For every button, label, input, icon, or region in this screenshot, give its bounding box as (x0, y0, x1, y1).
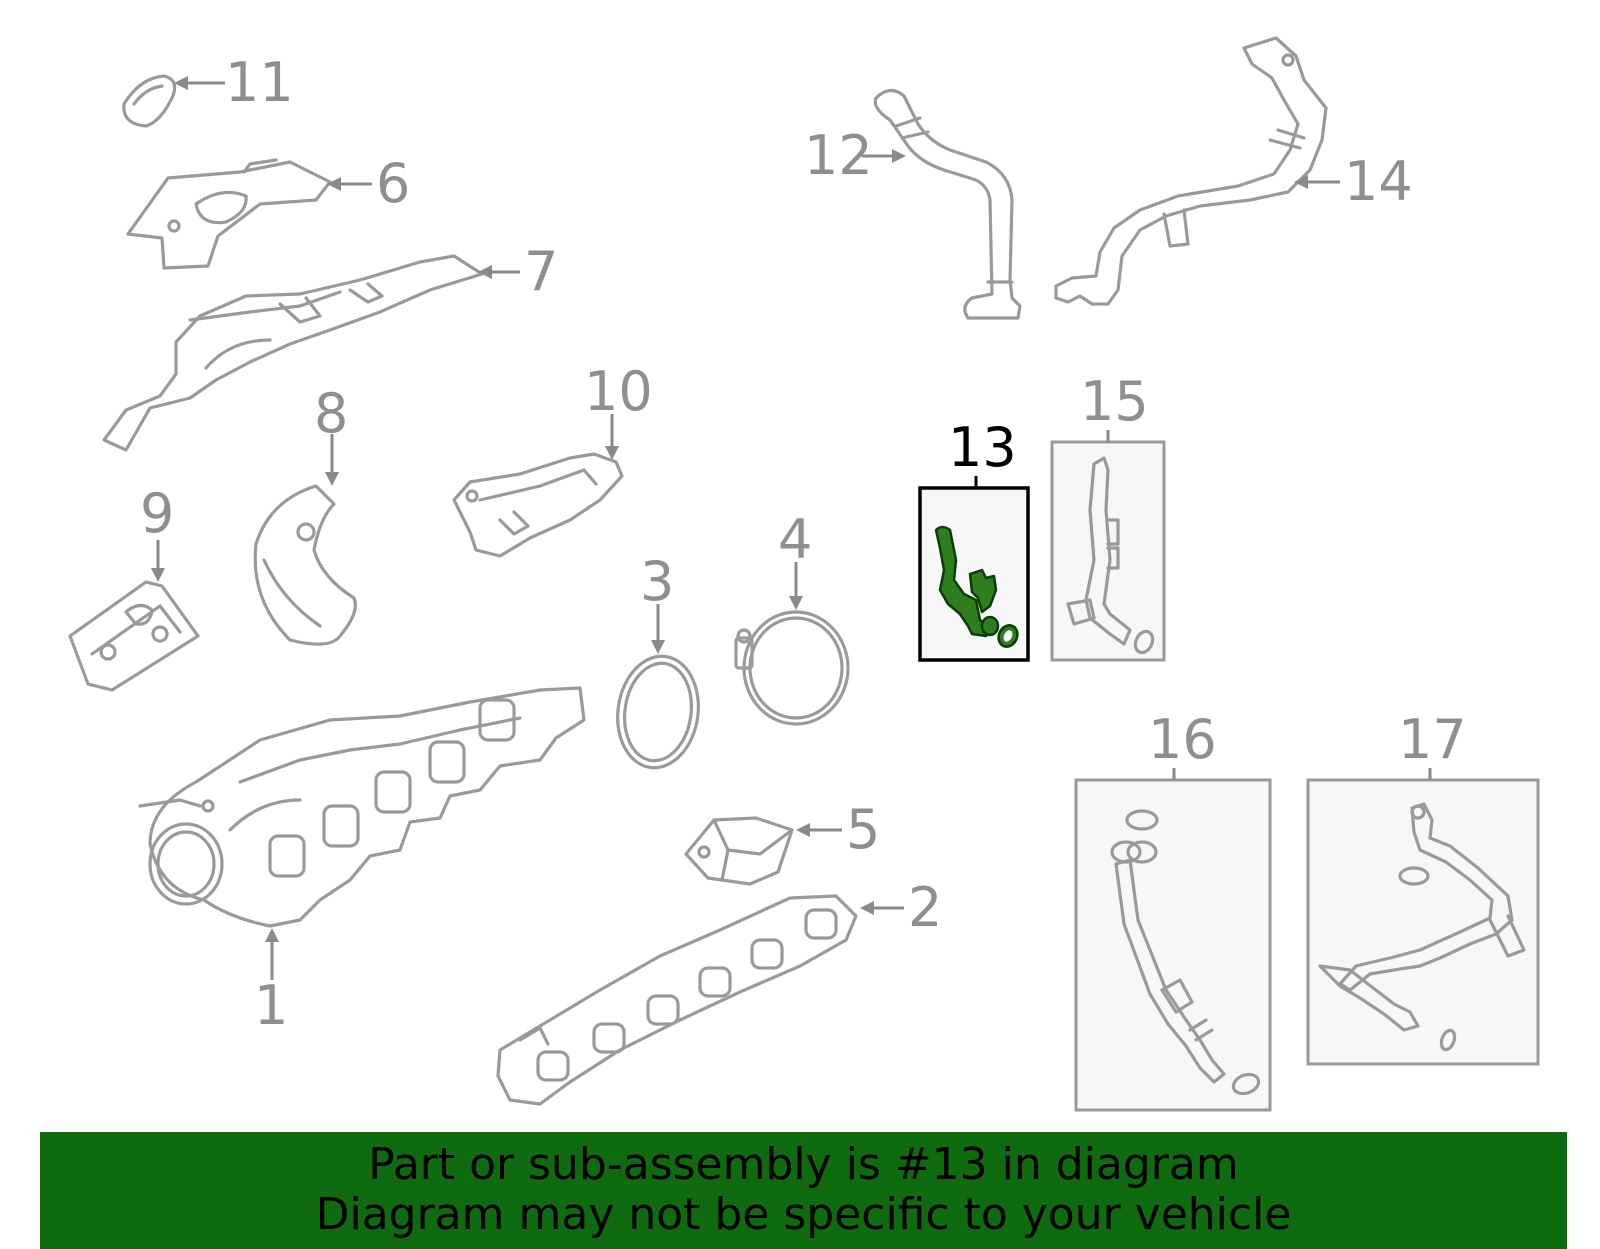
callout-2: 2 (860, 876, 942, 939)
callout-5: 5 (796, 798, 880, 861)
callout-9: 9 (140, 482, 174, 582)
callout-label-17: 17 (1398, 708, 1467, 771)
callout-label-12: 12 (804, 124, 873, 187)
part-12[interactable] (873, 88, 1022, 320)
banner-line-2: Diagram may not be specific to your vehi… (315, 1189, 1292, 1240)
callout-6: 6 (327, 152, 410, 215)
part-9[interactable] (68, 580, 200, 692)
part-6[interactable] (126, 158, 332, 270)
part-13-highlighted (934, 525, 1019, 648)
callout-14: 14 (1294, 150, 1413, 213)
callout-label-1: 1 (254, 974, 288, 1037)
callout-label-2: 2 (908, 876, 942, 939)
callout-label-3: 3 (640, 550, 674, 613)
callout-3: 3 (640, 550, 674, 654)
part-7[interactable] (102, 254, 484, 452)
callout-11: 11 (174, 51, 294, 114)
part-17-box[interactable]: 17 (1306, 708, 1540, 1066)
part-1[interactable] (138, 686, 586, 928)
callout-label-14: 14 (1344, 150, 1413, 213)
part-3[interactable] (611, 651, 706, 773)
callout-7: 7 (478, 240, 558, 303)
part-2[interactable] (496, 894, 858, 1106)
callout-1: 1 (254, 928, 288, 1037)
callout-label-15: 15 (1080, 370, 1149, 433)
banner-line-1: Part or sub-assembly is #13 in diagram (368, 1139, 1239, 1190)
callout-label-8: 8 (314, 382, 348, 445)
part-13-box[interactable]: 13 (918, 416, 1030, 662)
part-14[interactable] (1054, 36, 1328, 306)
callout-12: 12 (804, 124, 906, 187)
part-11[interactable] (122, 74, 177, 128)
part-4[interactable] (734, 610, 850, 726)
part-8[interactable] (253, 484, 357, 646)
part-16-box[interactable]: 16 (1074, 708, 1272, 1112)
callout-label-4: 4 (778, 508, 812, 571)
callout-label-9: 9 (140, 482, 174, 545)
callout-label-7: 7 (524, 240, 558, 303)
info-banner: Part or sub-assembly is #13 in diagram D… (40, 1132, 1567, 1249)
callout-10: 10 (584, 360, 653, 460)
part-15-box[interactable]: 15 (1050, 370, 1166, 662)
part-5[interactable] (684, 816, 794, 886)
callout-label-6: 6 (376, 152, 410, 215)
callout-8: 8 (314, 382, 348, 486)
callout-4: 4 (778, 508, 812, 610)
callout-label-13: 13 (948, 416, 1017, 479)
part-10[interactable] (452, 452, 624, 558)
callout-label-5: 5 (846, 798, 880, 861)
callout-label-10: 10 (584, 360, 653, 423)
callout-label-16: 16 (1148, 708, 1217, 771)
callout-label-11: 11 (225, 51, 294, 114)
